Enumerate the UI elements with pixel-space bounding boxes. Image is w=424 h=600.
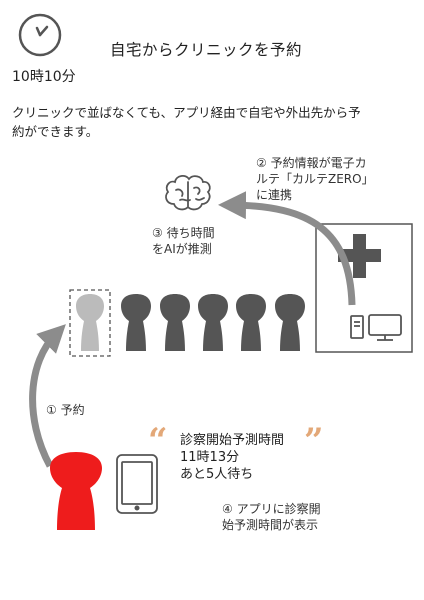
reservation-arrow	[29, 324, 66, 468]
open-quote-mark: “	[148, 421, 168, 461]
estimate-line-2: 11時13分	[180, 450, 240, 465]
queue-people	[121, 294, 305, 351]
brain-icon	[165, 175, 211, 211]
step1-label: ① 予約	[46, 403, 85, 417]
intro-line-2: 約ができます。	[12, 124, 99, 139]
close-quote-mark: ”	[304, 421, 324, 461]
estimate-line-1: 診察開始予測時間	[180, 433, 285, 448]
queue-person-icon	[198, 294, 228, 351]
medical-cross-icon	[338, 234, 381, 278]
tablet-icon	[116, 454, 158, 514]
queue-person-icon	[121, 294, 151, 351]
intro-text: クリニックで並ばなくても、アプリ経由で自宅や外出先から予 約ができます。	[12, 103, 402, 141]
page-title: 自宅からクリニックを予約	[110, 41, 303, 59]
step3-line-2: をAIが推測	[152, 242, 212, 256]
person-icon	[50, 452, 102, 530]
step2-label: ② 予約情報が電子カ ルテ「カルテZERO」 に連携	[256, 155, 396, 203]
estimate-message: 診察開始予測時間 11時13分 あと5人待ち	[180, 432, 284, 483]
estimate-line-3: あと5人待ち	[180, 467, 254, 482]
clock-icon	[18, 13, 62, 57]
queue-person-icon	[236, 294, 266, 351]
clinic-box	[315, 223, 413, 353]
sync-arrow	[218, 191, 356, 306]
computer-icon	[350, 314, 402, 341]
step2-line-3: に連携	[256, 188, 293, 202]
step2-line-2: ルテ「カルテZERO」	[256, 172, 374, 186]
reserved-person-icon	[76, 294, 104, 351]
queue-person-icon	[275, 294, 305, 351]
clock-time: 10時10分	[12, 69, 76, 85]
intro-line-1: クリニックで並ばなくても、アプリ経由で自宅や外出先から予	[12, 105, 361, 120]
step4-line-1: ④ アプリに診察開	[222, 502, 321, 516]
reserved-slot-frame	[69, 289, 111, 357]
step4-line-2: 始予測時間が表示	[222, 518, 319, 532]
queue-person-icon	[160, 294, 190, 351]
step4-label: ④ アプリに診察開 始予測時間が表示	[222, 501, 362, 533]
step3-line-1: ③ 待ち時間	[152, 226, 215, 240]
step3-label: ③ 待ち時間 をAIが推測	[152, 225, 272, 257]
step2-line-1: ② 予約情報が電子カ	[256, 156, 367, 170]
